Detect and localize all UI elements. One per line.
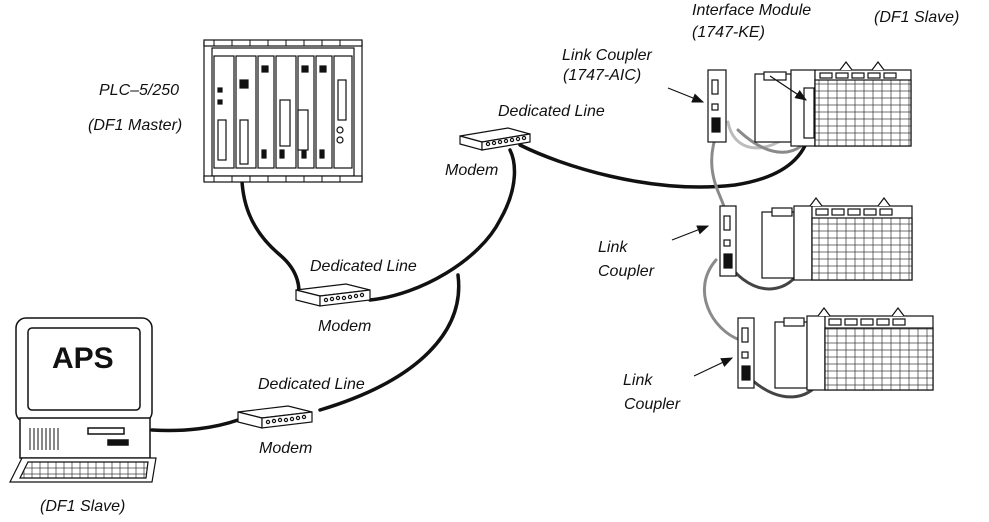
slc-rack-icon	[754, 61, 912, 147]
computer-icon	[15, 317, 153, 459]
link-coupler-aic-label: Link Coupler	[562, 47, 652, 64]
top-modem-to-slave-cable	[518, 128, 812, 189]
plc-to-modem-cable	[240, 163, 301, 300]
mid-modem-line-label: Dedicated Line	[310, 258, 417, 275]
mid-modem-to-top-modem-cable	[368, 148, 517, 302]
computer-role-label: (DF1 Slave)	[40, 498, 126, 515]
computer-to-bottom-modem-cable	[150, 418, 240, 433]
cables	[150, 113, 822, 433]
bottom-modem-line-label: Dedicated Line	[258, 376, 365, 393]
slc-rack-icon	[761, 197, 913, 281]
link-coupler-aic-part-label: (1747-AIC)	[563, 67, 642, 84]
link-coupler-2-label-b: Coupler	[598, 263, 655, 280]
computer-screen-label: APS	[52, 342, 114, 375]
top-modem-line-label: Dedicated Line	[498, 103, 605, 120]
pointer-arrows	[667, 75, 807, 377]
interface-module-label: Interface Module	[692, 2, 812, 19]
plc-chassis-icon	[203, 39, 363, 183]
keyboard-icon	[9, 457, 157, 483]
modem-icon	[237, 405, 313, 429]
coupler2-to-coupler3-cable	[703, 258, 742, 342]
top-modem-label: Modem	[445, 162, 499, 179]
slc-rack-icon	[774, 307, 934, 391]
plc-name-label: PLC–5/250	[99, 82, 180, 99]
link-coupler-icon	[719, 205, 737, 277]
modem-icon	[459, 127, 531, 151]
mid-modem-label: Modem	[318, 318, 372, 335]
modem-icon	[295, 283, 371, 307]
bottom-modem-label: Modem	[259, 440, 313, 457]
interface-module-part-label: (1747-KE)	[692, 24, 765, 41]
mid-line-to-bottom-modem-cable	[318, 273, 461, 412]
link-coupler-icon	[737, 317, 755, 389]
link-coupler-icon	[707, 69, 727, 143]
link-coupler-2-label-a: Link	[598, 239, 628, 256]
link-coupler-3-label-a: Link	[623, 372, 653, 389]
slave-top-role-label: (DF1 Slave)	[874, 9, 960, 26]
link-coupler-3-label-b: Coupler	[624, 396, 681, 413]
plc-role-label: (DF1 Master)	[88, 117, 183, 134]
